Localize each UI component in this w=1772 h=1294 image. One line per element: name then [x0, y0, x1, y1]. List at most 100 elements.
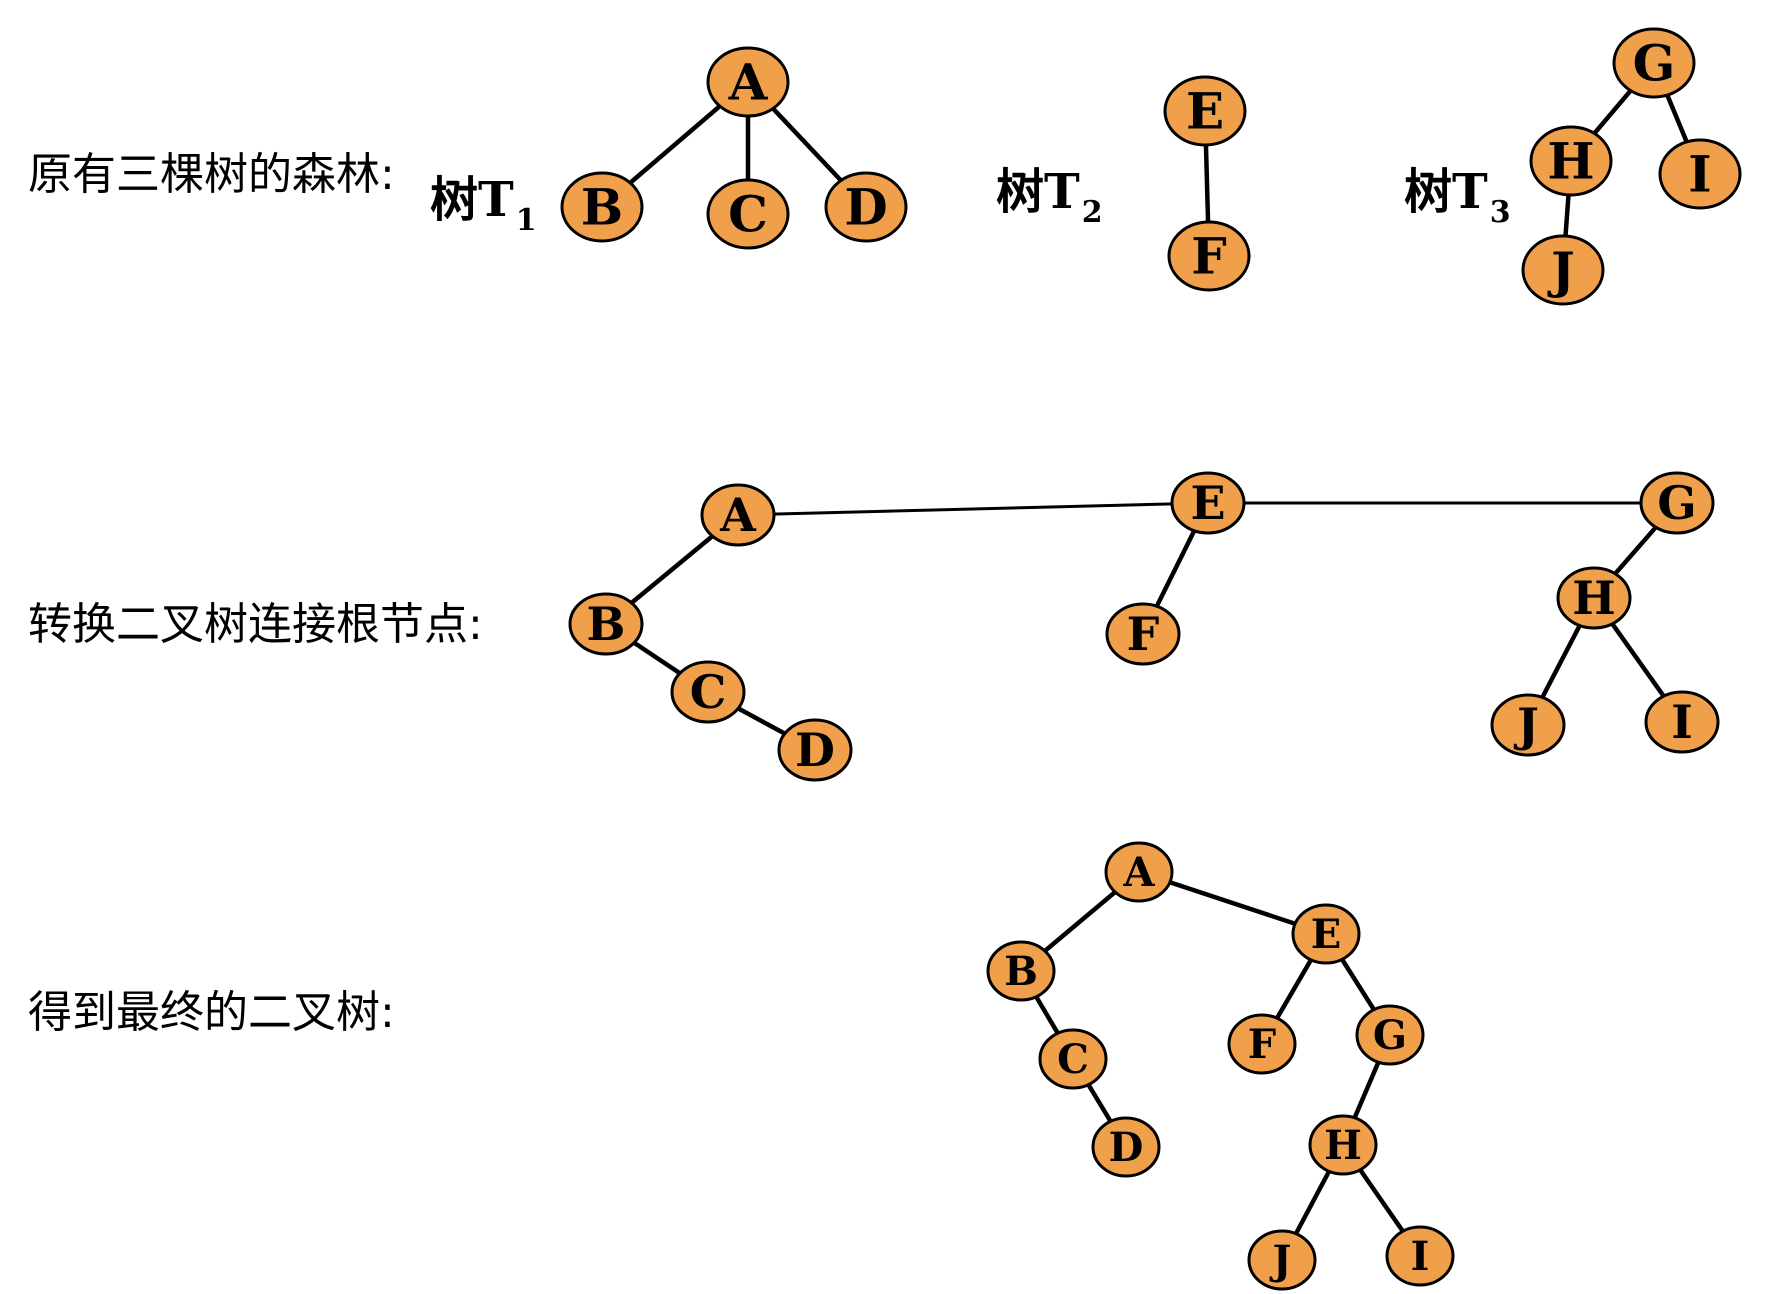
node-label-connect-D: D — [795, 723, 835, 777]
node-connect-F: F — [1105, 602, 1181, 666]
node-result-F: F — [1227, 1013, 1297, 1075]
node-circle-connect-C — [670, 660, 746, 724]
node-circle-connect-D — [777, 718, 853, 782]
node-label-forest-F: F — [1191, 227, 1227, 286]
node-circle-result-H — [1308, 1114, 1378, 1176]
edge-connect-A-E — [737, 501, 1209, 517]
node-label-connect-F: F — [1127, 607, 1160, 661]
node-connect-C: C — [670, 660, 746, 724]
node-forest-C: C — [706, 178, 790, 250]
node-forest-F: F — [1167, 220, 1251, 292]
node-circle-result-F — [1227, 1013, 1297, 1075]
node-label-forest-H: H — [1547, 132, 1594, 191]
node-circle-result-A — [1104, 841, 1174, 903]
node-connect-I: I — [1644, 690, 1720, 754]
node-circle-forest-C — [706, 178, 790, 250]
node-result-G: G — [1355, 1004, 1425, 1066]
node-circle-result-C — [1038, 1028, 1108, 1090]
tree-label-t3-prefix: 树T — [1404, 164, 1488, 220]
node-label-result-I: I — [1411, 1233, 1430, 1280]
node-label-result-A: A — [1122, 849, 1155, 896]
node-label-connect-G: G — [1657, 476, 1696, 530]
row-label-result: 得到最终的二叉树: — [28, 987, 395, 1038]
node-circle-result-D — [1091, 1116, 1161, 1178]
node-forest-B: B — [560, 171, 644, 243]
row-label-connect: 转换二叉树连接根节点: — [28, 599, 483, 650]
tree-label-t1-prefix: 树T — [430, 172, 514, 228]
node-circle-connect-A — [700, 483, 776, 547]
node-circle-connect-H — [1556, 566, 1632, 630]
node-circle-forest-J — [1521, 234, 1605, 306]
node-label-forest-D: D — [844, 178, 887, 237]
node-circle-connect-F — [1105, 602, 1181, 666]
node-circle-result-J — [1247, 1229, 1317, 1291]
node-label-forest-I: I — [1688, 145, 1711, 204]
node-label-connect-C: C — [690, 665, 727, 719]
node-forest-E: E — [1163, 75, 1247, 147]
node-label-result-H: H — [1324, 1122, 1362, 1169]
node-circle-result-E — [1291, 903, 1361, 965]
node-result-D: D — [1091, 1116, 1161, 1178]
tree-label-t2-subscript: 2 — [1081, 195, 1103, 230]
node-forest-G: G — [1612, 27, 1696, 99]
node-connect-H: H — [1556, 566, 1632, 630]
node-label-result-B: B — [1004, 948, 1038, 995]
node-circle-forest-F — [1167, 220, 1251, 292]
node-label-forest-B: B — [581, 178, 623, 237]
node-label-connect-A: A — [719, 488, 757, 542]
node-circle-connect-E — [1170, 471, 1246, 535]
node-connect-A: A — [700, 483, 776, 547]
node-forest-D: D — [824, 171, 908, 243]
node-forest-H: H — [1529, 125, 1613, 197]
node-connect-E: E — [1170, 471, 1246, 535]
node-result-C: C — [1038, 1028, 1108, 1090]
node-circle-forest-B — [560, 171, 644, 243]
node-circle-forest-A — [706, 46, 790, 118]
node-label-result-G: G — [1373, 1012, 1407, 1059]
node-label-forest-A: A — [728, 53, 769, 112]
node-forest-I: I — [1658, 138, 1742, 210]
node-circle-connect-J — [1490, 693, 1566, 757]
node-circle-result-I — [1385, 1225, 1455, 1287]
node-connect-J: J — [1490, 693, 1566, 757]
tree-label-t2-prefix: 树T — [996, 164, 1080, 220]
node-circle-forest-I — [1658, 138, 1742, 210]
tree-label-t2: 树T2 — [996, 152, 1103, 230]
node-result-B: B — [986, 940, 1056, 1002]
node-label-result-C: C — [1057, 1036, 1089, 1083]
tree-label-t1-subscript: 1 — [515, 203, 537, 238]
node-connect-B: B — [568, 592, 644, 656]
row-label-forest: 原有三棵树的森林: — [28, 149, 395, 200]
node-circle-connect-B — [568, 592, 644, 656]
node-result-I: I — [1385, 1225, 1455, 1287]
node-circle-forest-D — [824, 171, 908, 243]
tree-label-t3-subscript: 3 — [1489, 195, 1511, 230]
node-result-H: H — [1308, 1114, 1378, 1176]
node-label-result-E: E — [1311, 911, 1342, 958]
node-label-connect-E: E — [1190, 476, 1225, 530]
node-circle-forest-E — [1163, 75, 1247, 147]
node-label-connect-J: J — [1513, 698, 1539, 752]
node-circle-connect-I — [1644, 690, 1720, 754]
node-circle-result-B — [986, 940, 1056, 1002]
node-label-connect-I: I — [1671, 695, 1693, 749]
node-result-J: J — [1247, 1229, 1317, 1291]
node-result-A: A — [1104, 841, 1174, 903]
node-label-forest-G: G — [1633, 34, 1676, 93]
tree-label-t1: 树T1 — [430, 160, 537, 238]
node-result-E: E — [1291, 903, 1361, 965]
node-label-connect-H: H — [1572, 571, 1615, 625]
node-connect-G: G — [1639, 471, 1715, 535]
node-forest-J: J — [1521, 234, 1605, 306]
node-label-connect-B: B — [587, 597, 626, 651]
node-label-forest-E: E — [1186, 82, 1224, 141]
node-connect-D: D — [777, 718, 853, 782]
node-circle-result-G — [1355, 1004, 1425, 1066]
node-circle-forest-G — [1612, 27, 1696, 99]
node-circle-connect-G — [1639, 471, 1715, 535]
node-label-forest-J: J — [1547, 241, 1575, 300]
node-label-result-J: J — [1270, 1237, 1292, 1284]
node-label-result-F: F — [1248, 1021, 1276, 1068]
